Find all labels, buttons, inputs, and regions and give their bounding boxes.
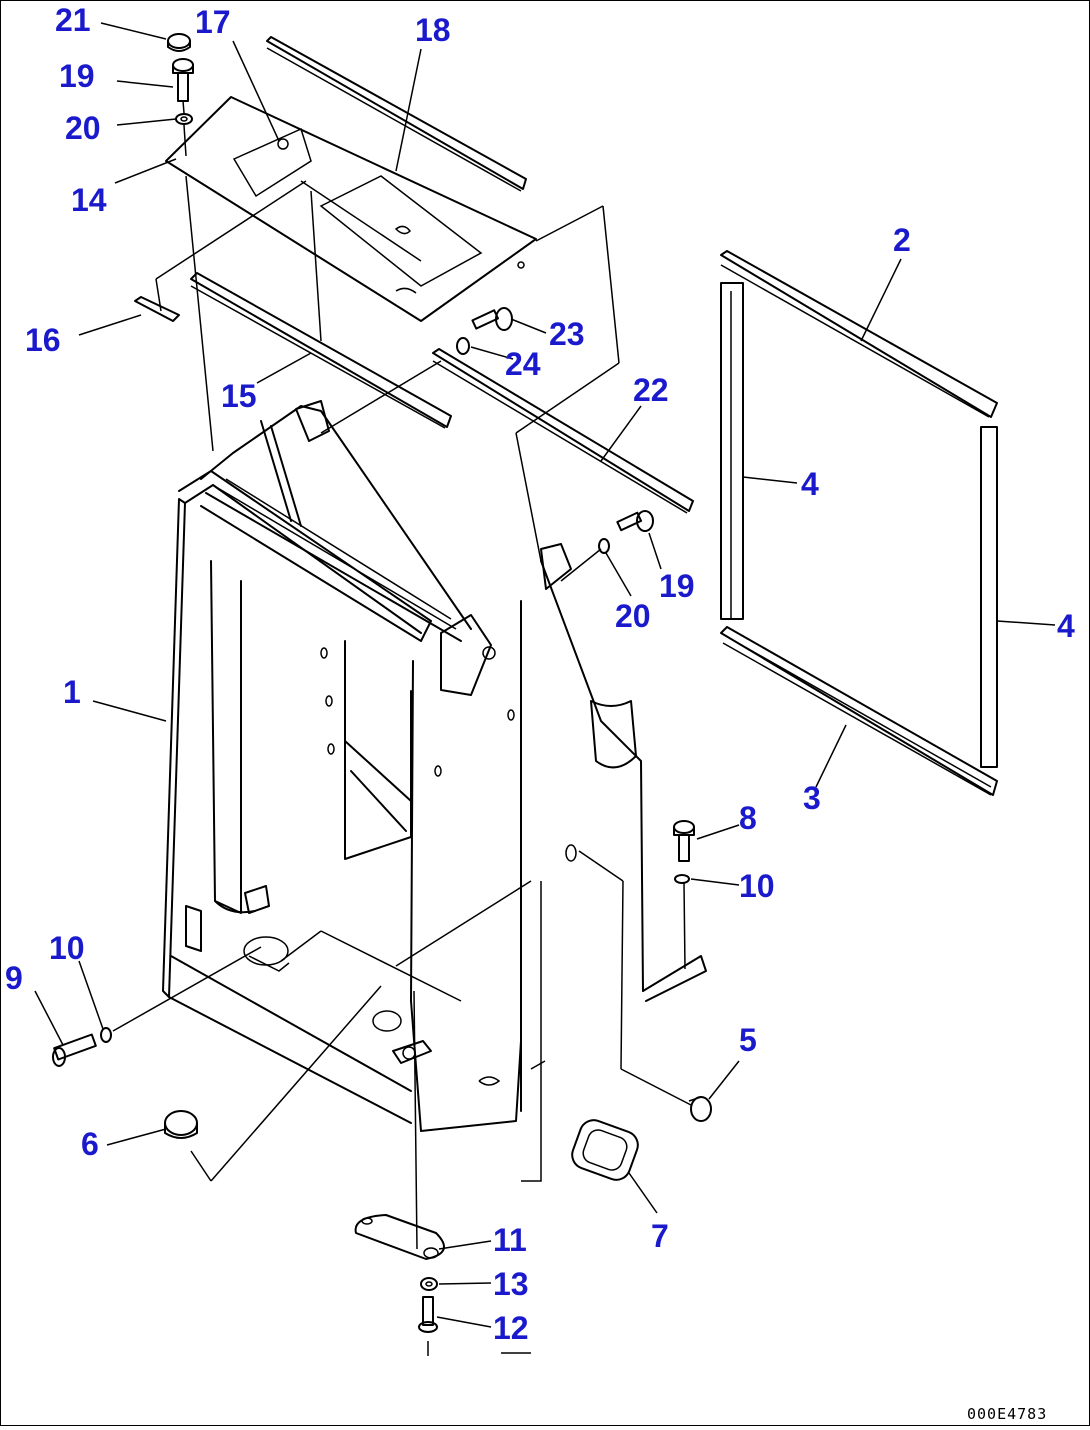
drawing-code: 000E4783 bbox=[967, 1405, 1047, 1423]
washer-part-10-right bbox=[674, 874, 690, 884]
callout-5: 5 bbox=[739, 1022, 757, 1058]
callout-10-right: 10 bbox=[739, 868, 775, 904]
frame-strip-part-4-right bbox=[980, 426, 998, 768]
bolt-part-19-top bbox=[172, 58, 194, 102]
bolt-part-12 bbox=[418, 1296, 531, 1356]
callout-20-right: 20 bbox=[615, 598, 651, 634]
callout-6: 6 bbox=[81, 1126, 99, 1162]
cap-part-21 bbox=[167, 33, 191, 52]
callout-1: 1 bbox=[63, 674, 81, 710]
bolt-part-23 bbox=[471, 307, 513, 331]
washer-part-20-top bbox=[175, 113, 193, 125]
bolt-part-9 bbox=[52, 1033, 97, 1067]
callout-24: 24 bbox=[505, 346, 541, 382]
callout-13: 13 bbox=[493, 1266, 529, 1302]
callout-19-right: 19 bbox=[659, 568, 695, 604]
plate-part-11 bbox=[354, 1214, 445, 1260]
plug-part-5 bbox=[688, 1096, 712, 1122]
frame-strip-part-2 bbox=[720, 250, 998, 418]
callout-18: 18 bbox=[415, 12, 451, 48]
callout-labels: 21 17 19 20 14 18 16 15 23 24 22 2 4 4 3… bbox=[5, 2, 1075, 1346]
callout-23: 23 bbox=[549, 316, 585, 352]
clip-part-16 bbox=[134, 296, 180, 322]
grommet-part-7 bbox=[571, 1119, 639, 1181]
rail-part-18 bbox=[266, 36, 527, 192]
callout-4-left: 4 bbox=[801, 466, 819, 502]
callout-2: 2 bbox=[893, 222, 911, 258]
callout-14: 14 bbox=[71, 182, 107, 218]
bolt-part-19-right bbox=[616, 510, 654, 532]
callout-12: 12 bbox=[493, 1310, 529, 1346]
leader-lines bbox=[34, 22, 1056, 1328]
assembly-axis-lines bbox=[112, 100, 692, 1250]
callout-10-left: 10 bbox=[49, 930, 85, 966]
callout-4-right: 4 bbox=[1057, 608, 1075, 644]
washer-part-10-left bbox=[100, 1027, 112, 1043]
callout-19-top: 19 bbox=[59, 58, 95, 94]
washer-part-20-right bbox=[598, 538, 610, 554]
washer-part-13 bbox=[420, 1277, 438, 1291]
callout-17: 17 bbox=[195, 4, 231, 40]
frame-strip-part-3 bbox=[720, 626, 998, 796]
callout-8: 8 bbox=[739, 800, 757, 836]
callout-11: 11 bbox=[493, 1222, 527, 1258]
washer-part-24 bbox=[456, 337, 470, 355]
phantom-lines bbox=[190, 880, 542, 1182]
frame-strip-part-4-left bbox=[720, 282, 744, 620]
bolt-part-8 bbox=[673, 820, 695, 862]
callout-15: 15 bbox=[221, 378, 257, 414]
callout-3: 3 bbox=[803, 780, 821, 816]
plug-part-6 bbox=[164, 1110, 198, 1139]
callout-7: 7 bbox=[651, 1218, 669, 1254]
callout-9: 9 bbox=[5, 960, 23, 996]
callout-16: 16 bbox=[25, 322, 61, 358]
callout-20-top: 20 bbox=[65, 110, 101, 146]
callout-22: 22 bbox=[633, 372, 669, 408]
callout-21: 21 bbox=[55, 2, 91, 38]
housing-part-1 bbox=[162, 400, 707, 1132]
